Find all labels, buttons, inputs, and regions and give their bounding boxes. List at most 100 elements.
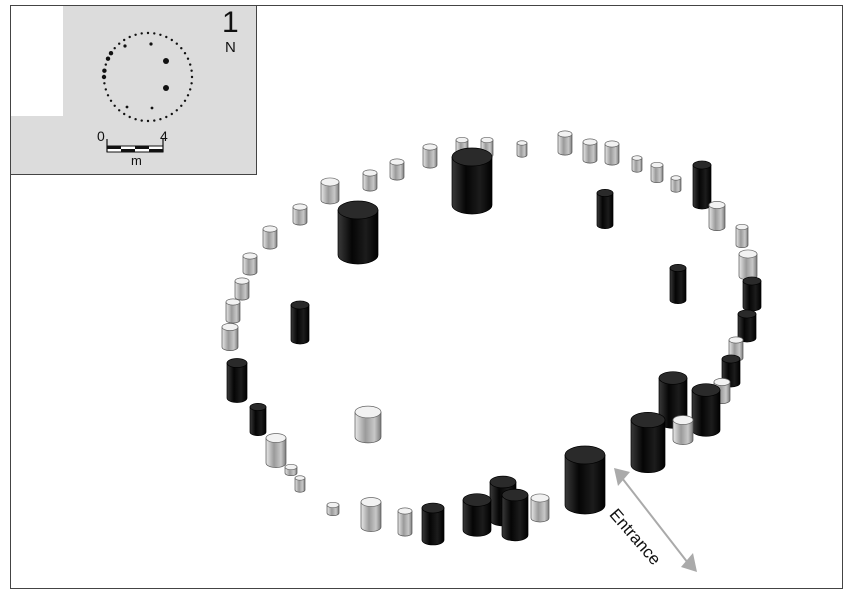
scale-end-label: 4 <box>160 128 168 144</box>
small-post <box>670 175 682 193</box>
plan-post-hole <box>153 32 156 35</box>
large-post <box>737 309 757 343</box>
plan-interior-post <box>163 85 169 91</box>
plan-post-hole <box>102 68 107 73</box>
large-post <box>692 160 712 210</box>
plan-post-hole <box>118 42 121 45</box>
small-post <box>320 177 340 205</box>
plan-post-hole <box>128 115 131 119</box>
plan-post-hole <box>118 109 121 112</box>
small-post <box>354 405 382 444</box>
small-post <box>326 501 340 517</box>
inset-blank-area <box>11 6 63 116</box>
large-post <box>721 354 741 388</box>
large-post <box>596 189 614 229</box>
plan-post-holes <box>101 31 194 123</box>
plan-post-hole <box>140 119 143 122</box>
plan-post-hole <box>189 63 192 66</box>
plan-post-hole <box>146 31 150 35</box>
small-post <box>422 143 438 169</box>
small-post <box>265 433 287 468</box>
plan-post-hole <box>153 119 156 122</box>
plan-map <box>101 31 194 153</box>
plan-interior-post <box>123 44 127 48</box>
small-post <box>242 252 258 276</box>
plan-post-hole <box>170 112 173 116</box>
plan-interior-post <box>150 106 154 110</box>
large-post <box>564 445 606 515</box>
plan-post-hole <box>190 75 194 79</box>
site-plan-inset: 1 N 0 4 m <box>10 5 257 175</box>
large-post <box>337 200 379 265</box>
plan-post-hole <box>105 56 111 61</box>
plan-post-hole <box>186 94 190 97</box>
scale-unit-label: m <box>131 153 142 168</box>
small-post <box>738 249 758 281</box>
small-post <box>360 497 382 532</box>
plan-post-hole <box>123 112 126 116</box>
small-post <box>516 140 528 158</box>
plan-post-hole <box>128 35 131 39</box>
plan-post-hole <box>180 104 183 108</box>
plan-interior-post <box>125 105 129 109</box>
small-post <box>650 161 664 184</box>
small-post <box>530 493 550 523</box>
plan-post-hole <box>106 94 110 97</box>
large-post <box>691 383 721 437</box>
plan-post-hole <box>146 119 150 123</box>
large-post <box>501 488 529 542</box>
plan-post-hole <box>165 115 168 119</box>
figure-number: 1 <box>222 6 239 39</box>
large-post <box>451 147 493 215</box>
plan-post-hole <box>190 82 193 85</box>
large-post <box>669 264 687 304</box>
small-post <box>362 169 378 192</box>
plan-post-hole <box>189 88 192 91</box>
plan-post-hole <box>103 82 106 85</box>
small-post <box>604 140 620 166</box>
small-post <box>284 463 298 477</box>
small-post <box>672 415 694 445</box>
plan-post-hole <box>183 99 187 103</box>
large-post <box>421 502 445 546</box>
plan-post-hole <box>190 69 193 72</box>
small-post <box>582 138 598 164</box>
plan-post-hole <box>104 88 108 91</box>
entrance-arrow <box>614 468 697 572</box>
small-post <box>221 323 239 351</box>
plan-interior-post <box>163 58 169 64</box>
small-post <box>225 298 241 324</box>
plan-post-hole <box>123 38 126 42</box>
plan-post-hole <box>134 118 137 121</box>
small-post <box>708 201 726 231</box>
entrance-arrowhead-end <box>681 553 697 572</box>
plan-post-hole <box>109 99 113 103</box>
plan-post-hole <box>175 109 178 112</box>
plan-post-hole <box>104 63 108 66</box>
plan-post-hole <box>170 38 173 42</box>
entrance-arrowhead-start <box>614 468 630 486</box>
plan-post-hole <box>140 32 143 35</box>
plan-post-hole <box>159 118 162 121</box>
small-post <box>234 277 250 301</box>
plan-post-hole <box>134 33 137 36</box>
large-post <box>226 358 248 403</box>
small-post <box>735 223 749 249</box>
plan-interior-post <box>149 42 153 46</box>
large-post <box>462 493 492 537</box>
scale-start-label: 0 <box>97 128 105 144</box>
plan-post-hole <box>180 47 183 50</box>
plan-post-hole <box>101 74 107 80</box>
plan-post-hole <box>159 33 162 36</box>
plan-post-hole <box>113 104 116 108</box>
scale-bar <box>106 139 164 153</box>
plan-post-hole <box>175 42 178 45</box>
plan-post-hole <box>165 35 168 39</box>
large-post <box>742 276 762 312</box>
plan-post-hole <box>186 57 190 60</box>
plan-post-hole <box>113 47 116 50</box>
plan-post-hole <box>108 51 114 56</box>
small-post <box>557 130 573 156</box>
small-post <box>631 155 643 173</box>
